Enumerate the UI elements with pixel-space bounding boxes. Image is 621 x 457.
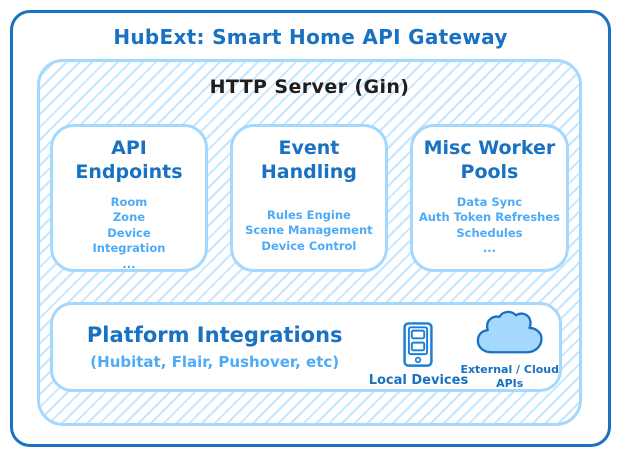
worker-cards-row: API Endpoints Room Zone Device Integrati… bbox=[50, 124, 570, 272]
external-cloud-label-line2: APIs bbox=[496, 376, 524, 390]
local-devices-block: Local Devices bbox=[369, 305, 468, 389]
card-item: Rules Engine bbox=[266, 207, 351, 222]
card-item: Device bbox=[107, 225, 151, 240]
card-item: ... bbox=[122, 256, 136, 271]
gateway-container: HubExt: Smart Home API Gateway HTTP Serv… bbox=[10, 10, 611, 447]
card-item: Zone bbox=[112, 210, 146, 225]
http-server-container: HTTP Server (Gin) API Endpoints Room Zon… bbox=[37, 59, 582, 426]
card-title: API Endpoints bbox=[75, 137, 183, 183]
card-api-endpoints: API Endpoints Room Zone Device Integrati… bbox=[50, 124, 208, 272]
local-devices-label: Local Devices bbox=[368, 373, 469, 388]
card-items: Room Zone Device Integration ... bbox=[92, 194, 166, 274]
external-cloud-label: External / Cloud APIs bbox=[460, 363, 559, 391]
card-item: Integration bbox=[92, 241, 166, 256]
card-title: Misc Worker Pools bbox=[423, 137, 556, 183]
card-items: Rules Engine Scene Management Device Con… bbox=[245, 207, 373, 256]
platform-text: Platform Integrations (Hubitat, Flair, P… bbox=[53, 305, 376, 389]
external-cloud-label-line1: External / Cloud bbox=[460, 363, 559, 376]
card-item: Device Control bbox=[261, 238, 357, 253]
external-cloud-block: External / Cloud APIs bbox=[460, 305, 559, 391]
card-item: Scene Management bbox=[245, 223, 373, 238]
cloud-icon bbox=[472, 308, 548, 362]
card-item: Data Sync bbox=[456, 194, 523, 209]
card-item: ... bbox=[482, 241, 496, 256]
card-title: Event Handling bbox=[260, 137, 357, 183]
platform-integrations-box: Platform Integrations (Hubitat, Flair, P… bbox=[50, 302, 562, 392]
card-misc-worker-pools: Misc Worker Pools Data Sync Auth Token R… bbox=[409, 124, 570, 272]
card-item: Auth Token Refreshes bbox=[418, 210, 561, 225]
card-event-handling: Event Handling Rules Engine Scene Manage… bbox=[229, 124, 388, 272]
card-items: Data Sync Auth Token Refreshes Schedules… bbox=[418, 194, 561, 258]
platform-title: Platform Integrations bbox=[86, 323, 343, 347]
card-item: Schedules bbox=[456, 225, 523, 240]
diagram-title: HubExt: Smart Home API Gateway bbox=[113, 25, 508, 49]
card-item: Room bbox=[110, 194, 148, 209]
server-tower-icon bbox=[402, 322, 434, 372]
http-server-label: HTTP Server (Gin) bbox=[209, 76, 410, 98]
platform-subtitle: (Hubitat, Flair, Pushover, etc) bbox=[90, 353, 340, 371]
